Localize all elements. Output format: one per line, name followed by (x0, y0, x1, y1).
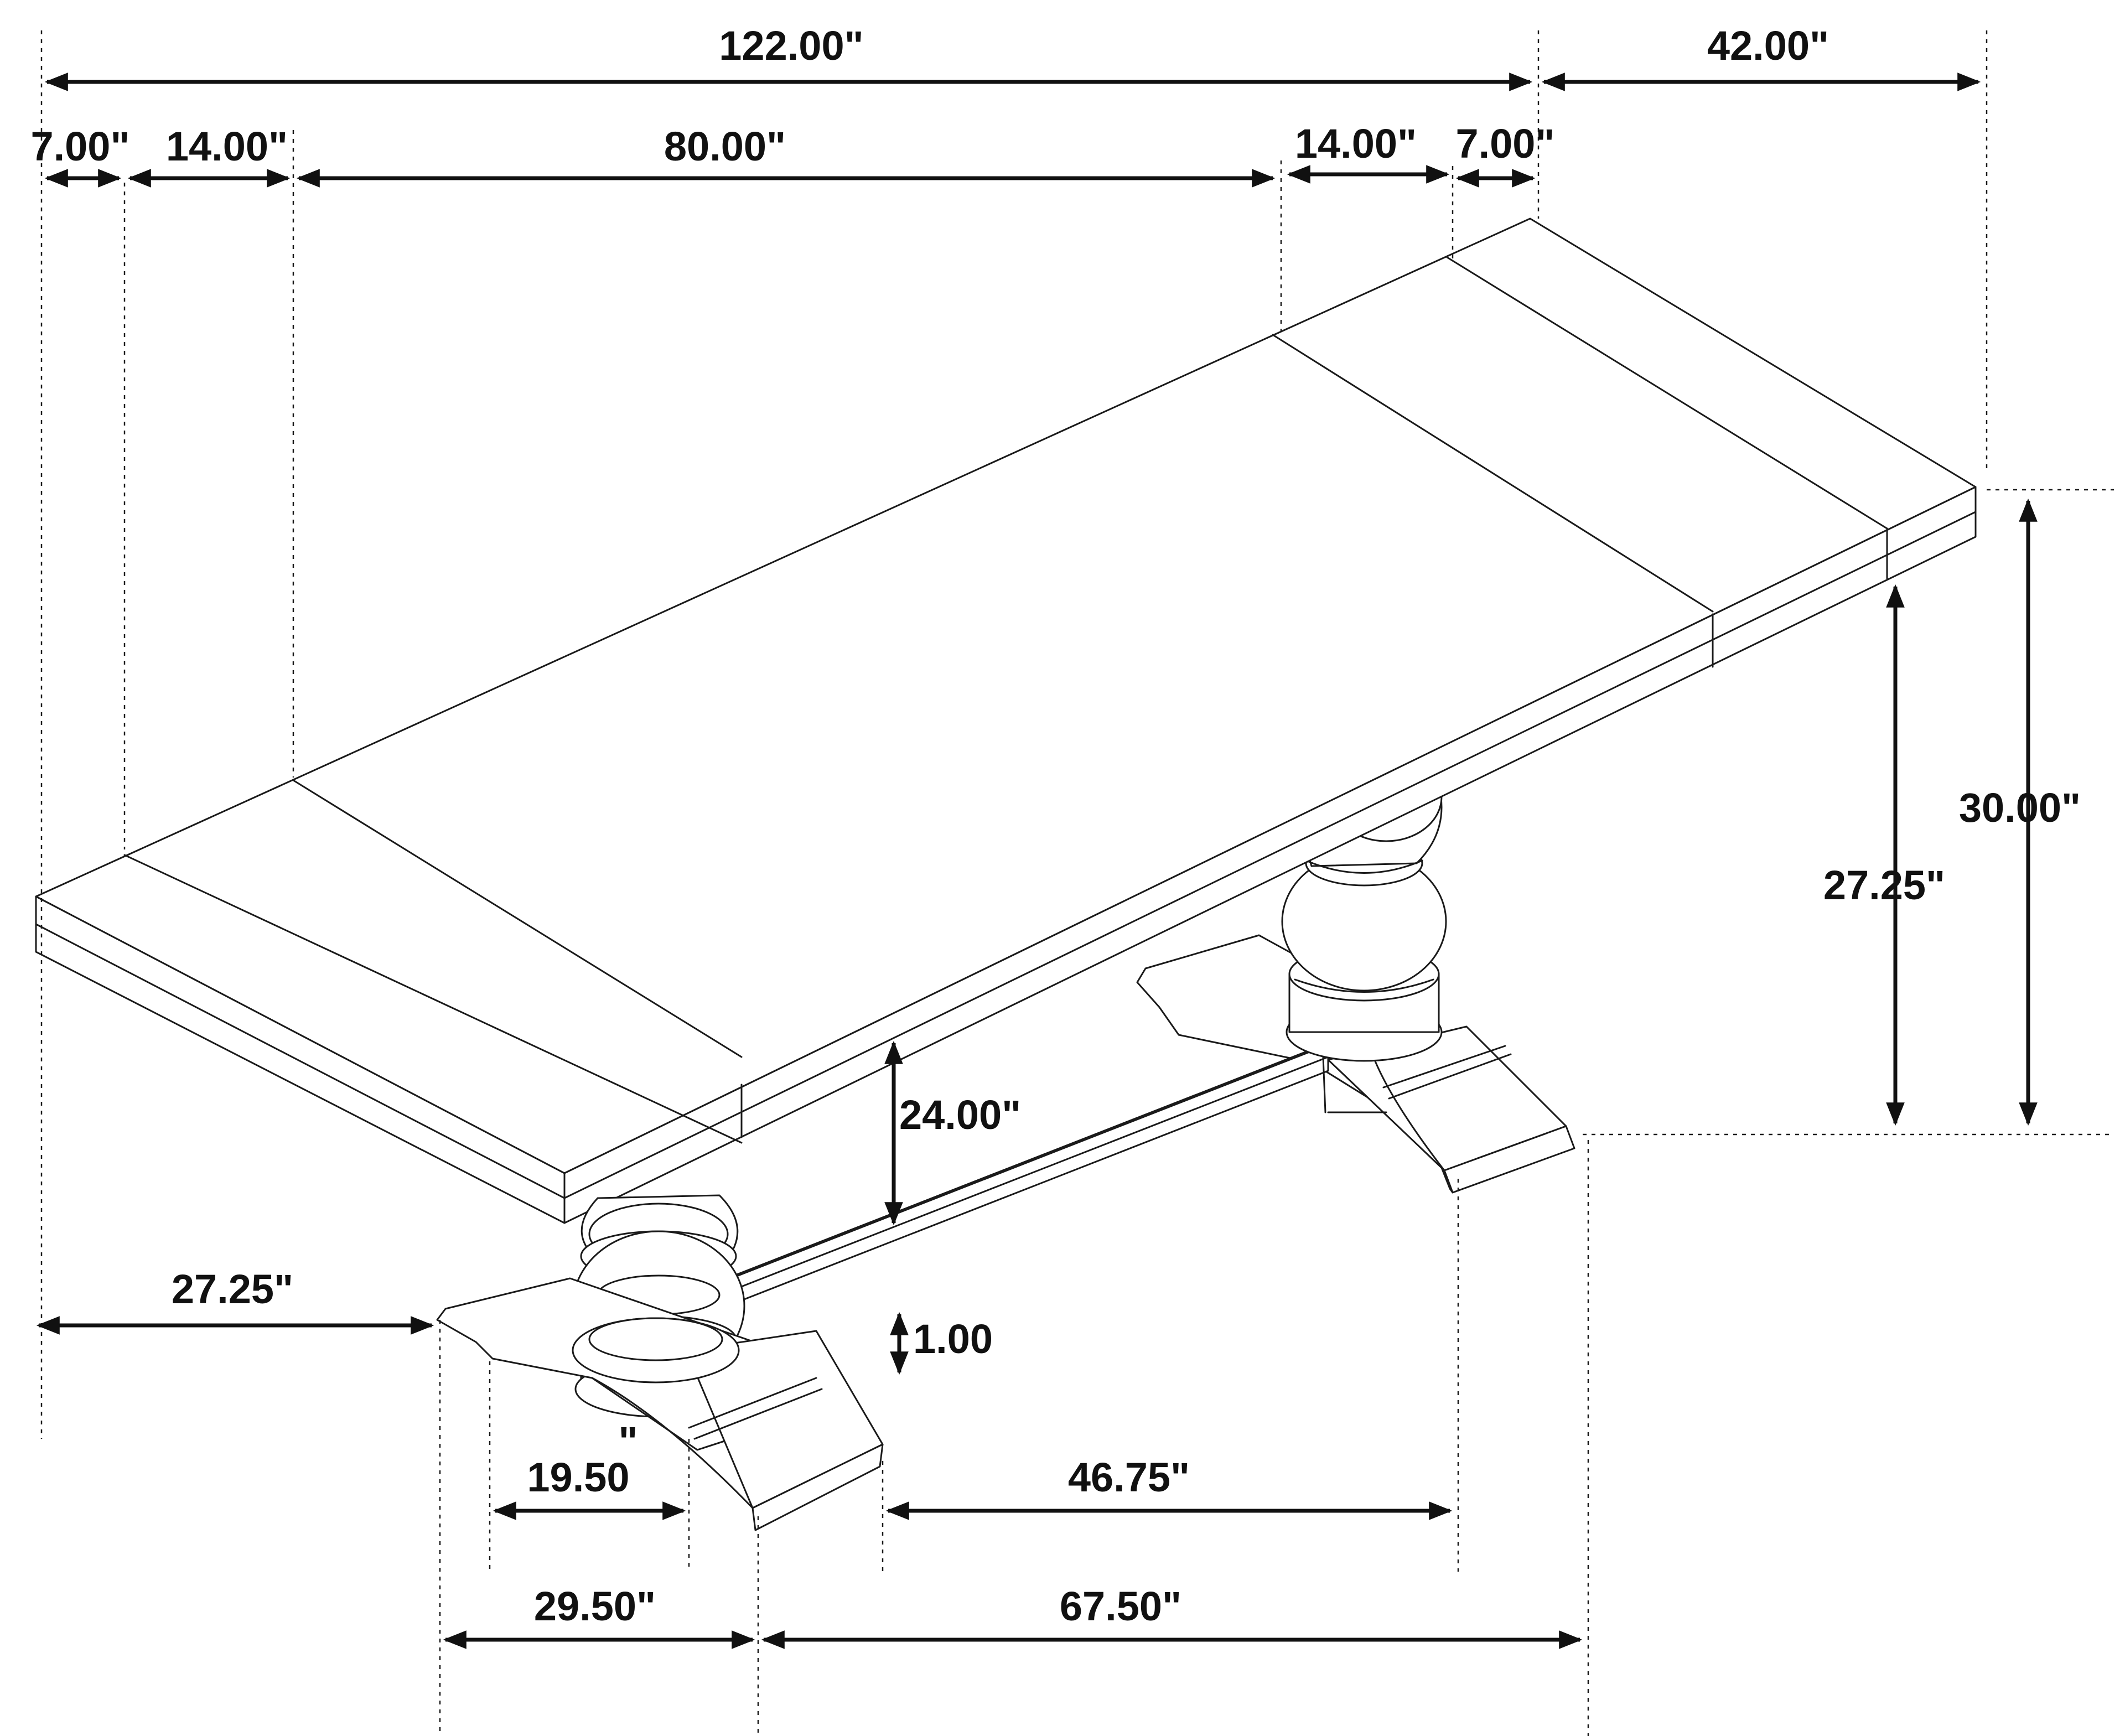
label-overhang: 27.25" (172, 1266, 293, 1312)
dimension-arrows (36, 72, 2038, 1649)
label-depth: 42.00" (1707, 23, 1829, 69)
label-knee-clearance: 24.00" (899, 1092, 1021, 1138)
extension-lines (40, 30, 2114, 1736)
table-illustration (35, 217, 1977, 1531)
label-stretcher-thickness: 1.00 (913, 1316, 993, 1362)
label-foot-inner: 19.50 (527, 1454, 629, 1500)
dimension-labels: 122.00" 42.00" 7.00" 14.00" 80.00" 14.00… (30, 23, 2081, 1629)
label-total-length: 122.00" (719, 23, 863, 69)
label-height-to-apron: 27.25" (1823, 862, 1945, 908)
label-left-leaf-end: 7.00" (30, 123, 129, 169)
label-foot-width: 29.50" (534, 1583, 656, 1629)
label-center-top: 80.00" (664, 123, 786, 169)
near-trestle-base (436, 1277, 884, 1531)
label-right-leaf-end: 7.00" (1455, 121, 1554, 167)
label-foot-inner-mark: " (618, 1418, 638, 1464)
table-top (35, 217, 1977, 1224)
label-between-feet-outer: 67.50" (1060, 1583, 1181, 1629)
label-total-height: 30.00" (1959, 785, 2081, 831)
label-left-leaf: 14.00" (166, 123, 288, 169)
label-right-leaf: 14.00" (1295, 121, 1417, 167)
label-between-feet: 46.75" (1068, 1454, 1190, 1500)
